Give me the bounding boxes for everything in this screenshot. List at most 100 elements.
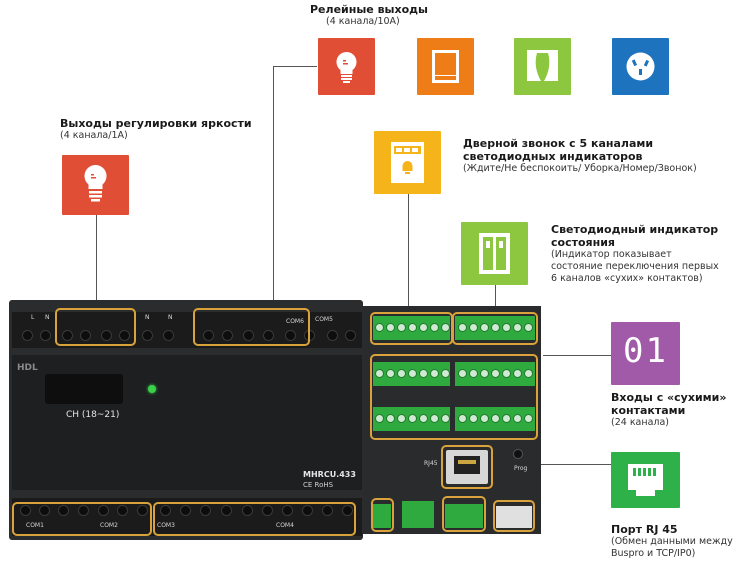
green-terminal-screw	[458, 414, 467, 423]
dimming-tile	[62, 155, 129, 215]
dimming-title: Выходы регулировки яркости	[60, 117, 252, 130]
status-sub-3: 6 каналов «сухих» контактов)	[551, 273, 703, 284]
green-terminal-screw	[502, 323, 511, 332]
terminal-screw	[345, 330, 356, 341]
cert-label: CE RoHS	[303, 481, 334, 489]
terminal-screw	[221, 505, 232, 516]
green-terminal-screw	[513, 369, 522, 378]
terminal-screw	[282, 505, 293, 516]
bottom-terminal-c	[445, 504, 483, 528]
green-terminal-screw	[408, 323, 417, 332]
terminal-screw	[200, 505, 211, 516]
bottom-terminal-a-highlight	[371, 498, 394, 532]
terminal-screw	[180, 505, 191, 516]
doorbell-tile	[374, 131, 441, 194]
green-terminal-screw	[386, 323, 395, 332]
status-led-tile	[461, 222, 528, 285]
green-terminal-screw	[375, 369, 384, 378]
green-terminal-screw	[458, 369, 467, 378]
green-terminal-screw	[491, 323, 500, 332]
bottom-left-highlight	[12, 502, 152, 536]
label-com5: COM5	[315, 316, 333, 323]
terminal-screw	[22, 330, 33, 341]
power-led	[148, 385, 156, 393]
model-label: MHRCU.433	[303, 470, 356, 479]
relay-drape-tile	[514, 38, 571, 95]
relay-connector-h	[273, 66, 317, 67]
dimming-sub: (4 канала/1A)	[60, 130, 128, 141]
bulb-icon	[336, 52, 357, 83]
inputs-highlight	[370, 354, 538, 440]
relay-title: Релейные выходы	[310, 3, 428, 16]
terminal-screw	[327, 330, 338, 341]
doorbell-title-1: Дверной звонок с 5 каналами	[463, 137, 654, 150]
rj45-title: Порт RJ 45	[611, 523, 678, 536]
green-terminal-screw	[491, 414, 500, 423]
green-terminal-screw	[441, 414, 450, 423]
terminal-screw	[285, 330, 296, 341]
bottom-right-highlight	[153, 502, 356, 536]
terminal-screw	[20, 505, 31, 516]
terminal-screw	[101, 330, 112, 341]
green-terminal-screw	[430, 323, 439, 332]
curtain-open-icon	[527, 50, 558, 81]
channel-label: CH (18~21)	[66, 410, 120, 420]
status-connector	[495, 285, 496, 313]
bottom-terminal-b	[402, 501, 434, 528]
status-sub-2: состояние переключения первых	[551, 261, 719, 272]
relay-curtain-tile	[417, 38, 474, 95]
rj45-port[interactable]	[446, 450, 488, 484]
label-N: N	[45, 314, 50, 321]
status-title-2: состояния	[551, 236, 615, 249]
terminal-screw	[163, 330, 174, 341]
terminal-screw	[203, 330, 214, 341]
label-N2: N	[145, 314, 150, 321]
green-terminal-screw	[408, 369, 417, 378]
green-terminal-screw	[419, 369, 428, 378]
prog-label: Prog	[514, 465, 528, 472]
relay-light-tile	[318, 38, 375, 95]
dry-contacts-tile-text: 01	[623, 331, 668, 371]
rj45-highlight	[441, 445, 493, 489]
prog-button[interactable]	[513, 449, 523, 459]
label-com4: COM4	[276, 522, 294, 529]
green-terminal-screw	[524, 414, 533, 423]
doorbell-panel-icon	[391, 142, 424, 183]
bottom-terminal-a	[373, 504, 391, 528]
relay-socket-tile	[612, 38, 669, 95]
terminal-screw	[119, 330, 130, 341]
label-L: L	[31, 314, 35, 321]
green-terminal-screw	[430, 414, 439, 423]
dry-contacts-tile: 01	[611, 322, 680, 385]
label-N3: N	[168, 314, 173, 321]
terminal-screw	[160, 505, 171, 516]
curtain-icon	[432, 50, 459, 83]
green-terminal-screw	[502, 369, 511, 378]
relay-connector-v	[273, 66, 274, 313]
green-terminal-screw	[441, 369, 450, 378]
bottom-terminal-c-highlight	[442, 496, 486, 532]
switch-icon	[479, 233, 510, 274]
status-title-1: Светодиодный индикатор	[551, 223, 719, 236]
green-terminal-screw	[458, 323, 467, 332]
terminal-screw	[40, 330, 51, 341]
green-terminal-screw	[513, 414, 522, 423]
socket-icon	[626, 52, 655, 81]
green-terminal-screw	[397, 323, 406, 332]
relay-sub: (4 канала/10A)	[326, 16, 400, 27]
terminal-screw	[322, 505, 333, 516]
relay-terminals-highlight	[193, 308, 310, 346]
green-terminal-screw	[408, 414, 417, 423]
terminal-screw	[80, 330, 91, 341]
doorbell-sub: (Ждите/Не беспокоить/ Уборка/Номер/Звоно…	[463, 163, 697, 174]
bulb-icon	[84, 164, 107, 202]
green-terminal-screw	[419, 323, 428, 332]
label-com2: COM2	[100, 522, 118, 529]
terminal-screw	[262, 505, 273, 516]
doorbell-connector	[408, 194, 409, 313]
label-com1: COM1	[26, 522, 44, 529]
doorbell-terminals-highlight	[370, 312, 453, 345]
rj45-connector	[495, 464, 611, 465]
green-terminal-screw	[480, 414, 489, 423]
green-terminal-screw	[524, 323, 533, 332]
